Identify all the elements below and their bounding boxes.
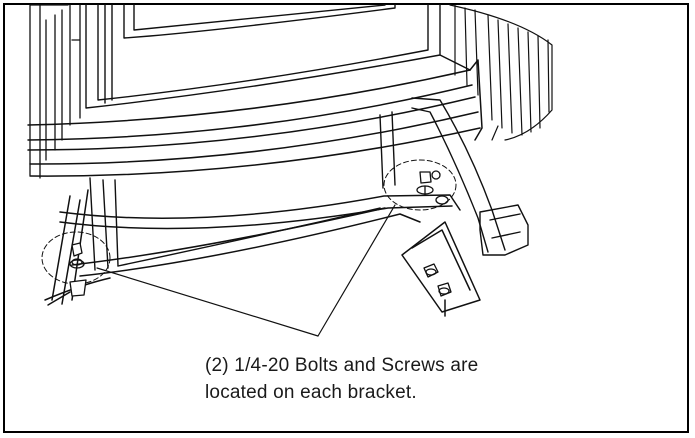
leader-lines — [96, 204, 396, 337]
bolt-left — [69, 242, 87, 297]
caption-line-1: (2) 1/4-20 Bolts and Screws are — [205, 355, 479, 376]
stove-right-louvers — [449, 4, 553, 141]
caption-line-2: located on each bracket. — [205, 382, 417, 403]
curved-trim-band — [27, 54, 483, 177]
bolt-caption: (2) 1/4-20 Bolts and Screws are located … — [205, 352, 625, 406]
stove-left-housing — [29, 4, 81, 179]
bolt-foot-upper — [423, 263, 439, 278]
base-bracket — [44, 194, 461, 306]
pedestal-body — [89, 111, 396, 271]
right-leg-strap — [411, 97, 529, 256]
stove-door — [85, 4, 441, 109]
figure-frame — [3, 3, 689, 433]
detail-circle-right — [383, 159, 457, 211]
bolt-right — [416, 170, 449, 205]
front-right-foot — [401, 221, 481, 317]
bolt-foot-lower — [437, 282, 452, 297]
detail-circle-left — [41, 231, 111, 285]
